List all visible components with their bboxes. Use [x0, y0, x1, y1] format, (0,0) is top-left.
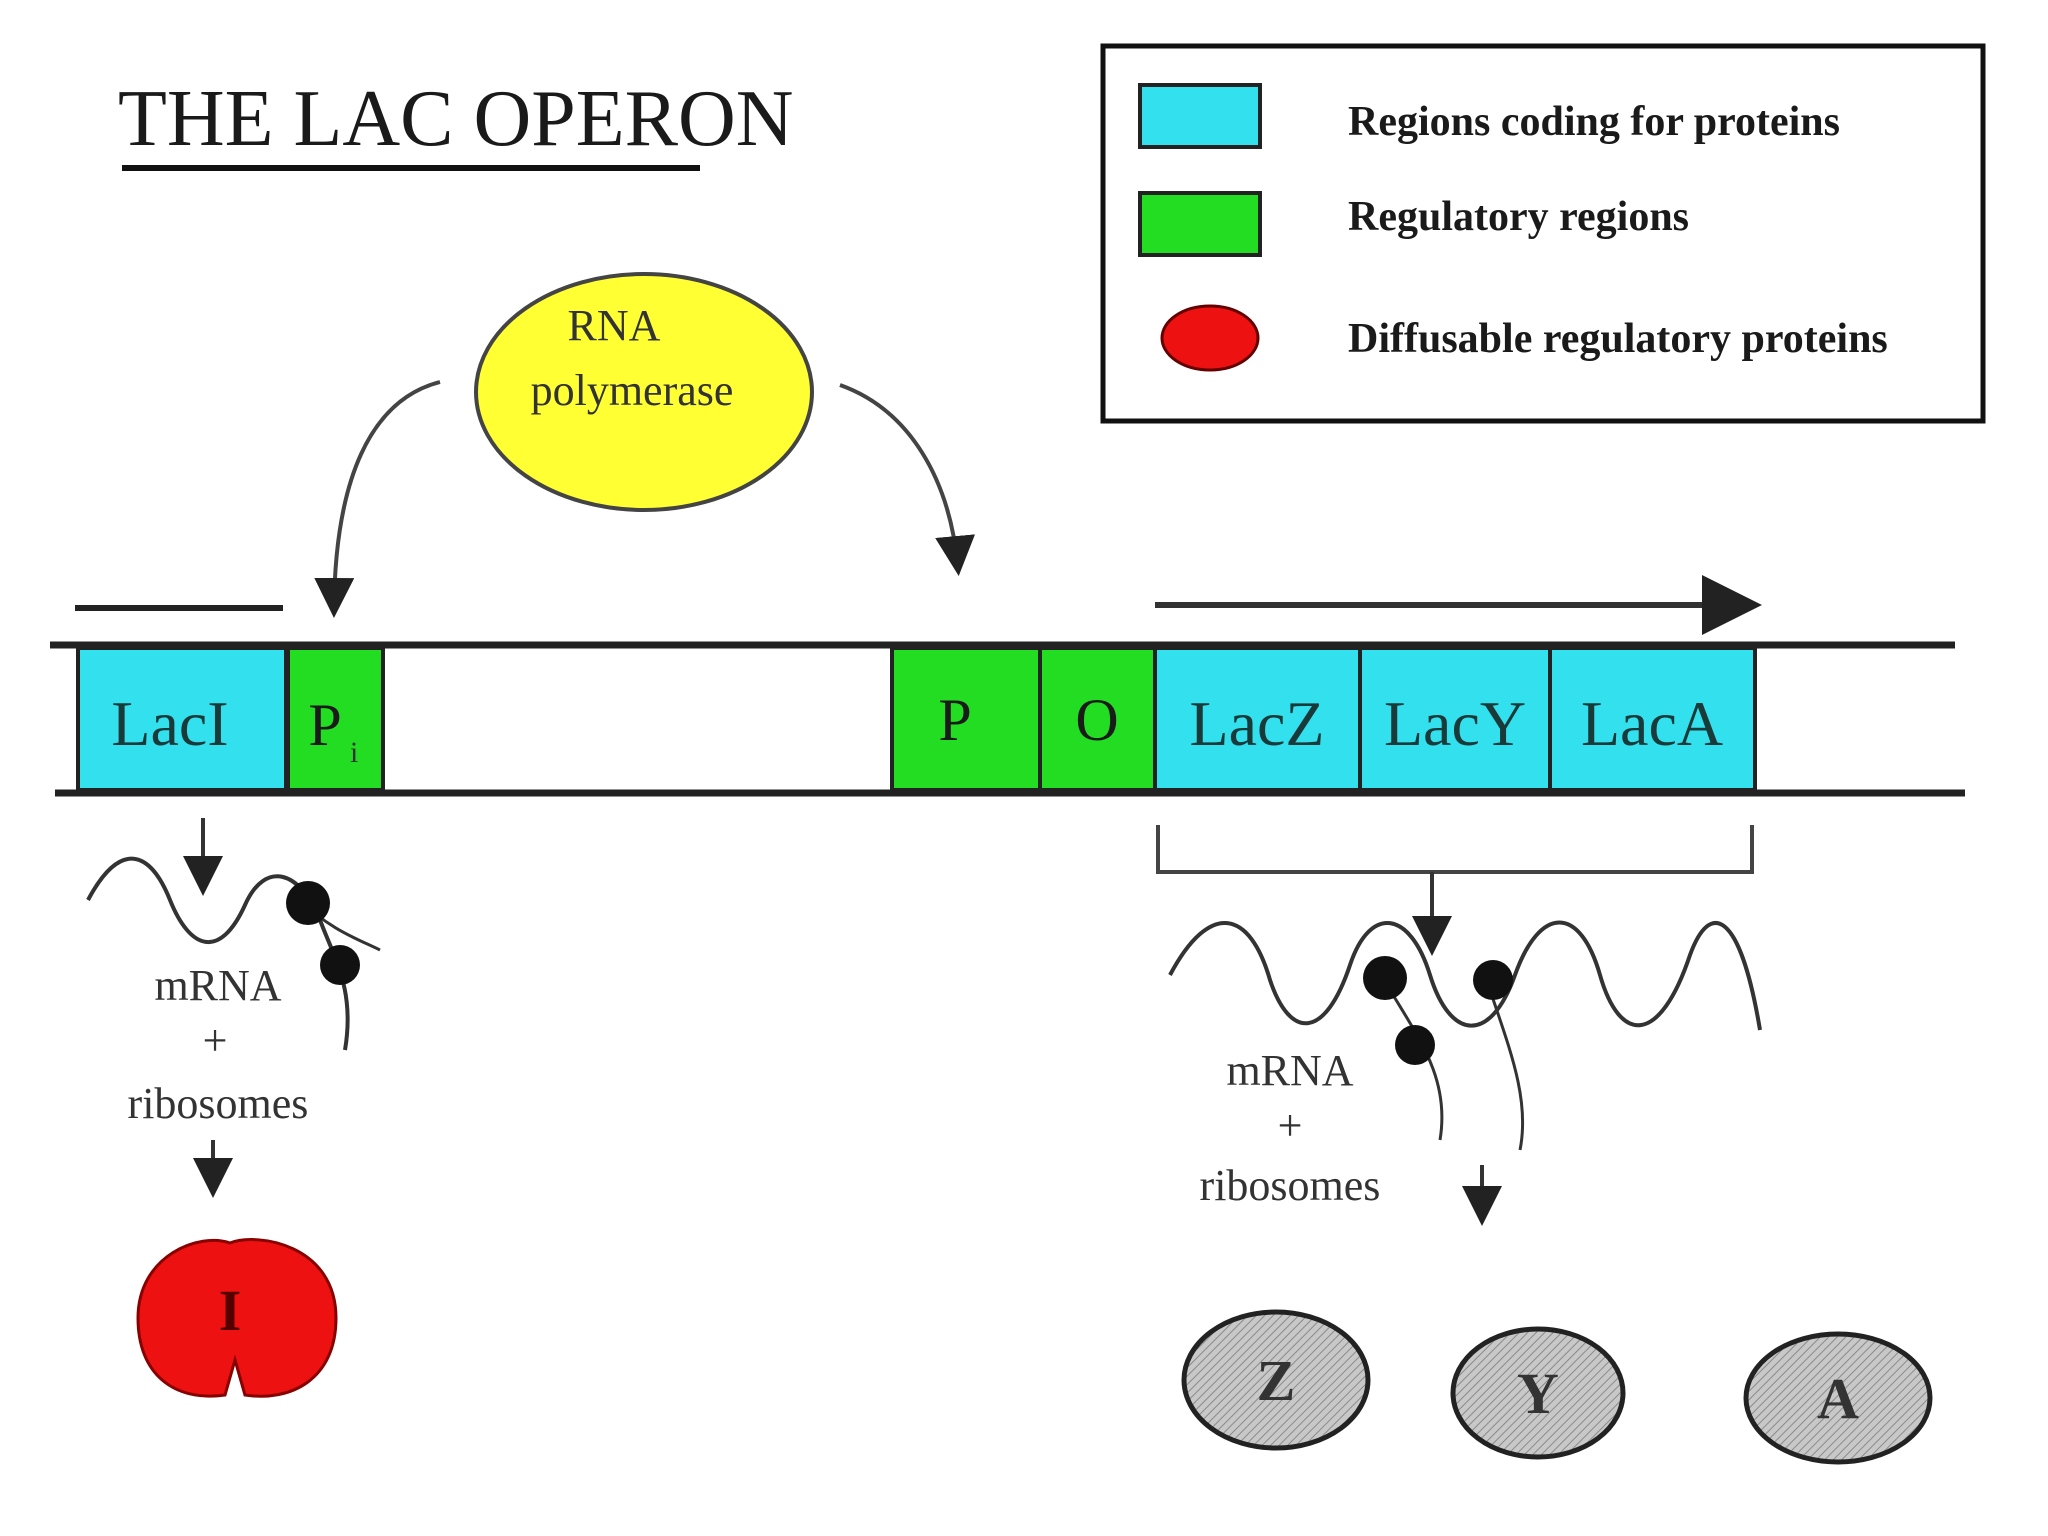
rna-polymerase-ellipse — [474, 272, 814, 512]
enzyme-y-label: Y — [1517, 1361, 1559, 1426]
gene-lacy — [1358, 646, 1552, 792]
rna-polymerase: RNA polymerase — [314, 272, 976, 618]
enzyme-z-label: Z — [1257, 1348, 1296, 1413]
legend-swatch-repressor — [1160, 304, 1260, 372]
enzyme-a-label: A — [1817, 1366, 1859, 1431]
polymerase-arrow-right — [839, 383, 976, 576]
legend: Regions coding for proteins Regulatory r… — [1100, 43, 1986, 424]
operon-bracket — [1156, 825, 1754, 874]
region-pi-subscript: i — [350, 736, 358, 769]
laci-ribosome-2 — [320, 945, 360, 985]
legend-label-regulatory: Regulatory regions — [1348, 194, 1689, 240]
operon-ribosomes-label: ribosomes — [1200, 1161, 1381, 1210]
repressor-label: I — [219, 1278, 242, 1343]
gene-laca — [1548, 646, 1757, 792]
enzyme-y — [1450, 1326, 1626, 1460]
gene-laci-label: LacI — [111, 688, 228, 759]
page-title: THE LAC OPERON — [118, 75, 794, 163]
operon-plus-label: + — [1278, 1101, 1303, 1150]
legend-label-repressor: Diffusable regulatory proteins — [1348, 316, 1888, 362]
region-pi — [286, 646, 385, 792]
rna-polymerase-label-line2: polymerase — [531, 366, 734, 415]
laci-expression: mRNA + ribosomes I — [86, 818, 381, 1398]
laci-ribosomes-label: ribosomes — [128, 1079, 309, 1128]
operon-peptide-2 — [1488, 989, 1525, 1151]
region-promoter-label: P — [938, 687, 971, 753]
operon-mrna-label: mRNA — [1226, 1046, 1353, 1095]
operon-expression: mRNA + ribosomes — [1156, 825, 1762, 1226]
gene-laci — [76, 646, 288, 792]
enzyme-products: Z Y A — [1181, 1309, 1933, 1465]
laci-ribosome-1 — [286, 881, 330, 925]
gene-lacy-label: LacY — [1384, 688, 1526, 759]
region-operator-label: O — [1075, 687, 1118, 753]
gene-lacz-label: LacZ — [1190, 688, 1325, 759]
enzyme-a — [1743, 1331, 1933, 1465]
operon-peptide-1 — [1388, 989, 1444, 1141]
laci-mrna-label: mRNA — [154, 961, 281, 1010]
operon-mrna-wave — [1168, 920, 1762, 1031]
repressor-protein — [136, 1238, 338, 1398]
rna-polymerase-label-line1: RNA — [568, 301, 661, 350]
legend-swatch-coding — [1138, 83, 1262, 149]
title-group: THE LAC OPERON — [118, 75, 794, 171]
gene-lacz — [1153, 646, 1362, 792]
legend-label-coding: Regions coding for proteins — [1348, 99, 1840, 145]
operon-ribosome-2 — [1395, 1025, 1435, 1065]
gene-laca-label: LacA — [1581, 688, 1723, 759]
operon-ribosome-1 — [1363, 956, 1407, 1000]
polymerase-arrow-left — [314, 380, 441, 618]
region-pi-label: P — [308, 692, 341, 758]
legend-swatch-regulatory — [1138, 191, 1262, 257]
laci-plus-label: + — [203, 1016, 228, 1065]
operon-ribosome-3 — [1473, 960, 1513, 1000]
dna-genes: LacI P i P O LacZ LacY LacA — [76, 646, 1757, 792]
enzyme-z — [1181, 1309, 1371, 1451]
